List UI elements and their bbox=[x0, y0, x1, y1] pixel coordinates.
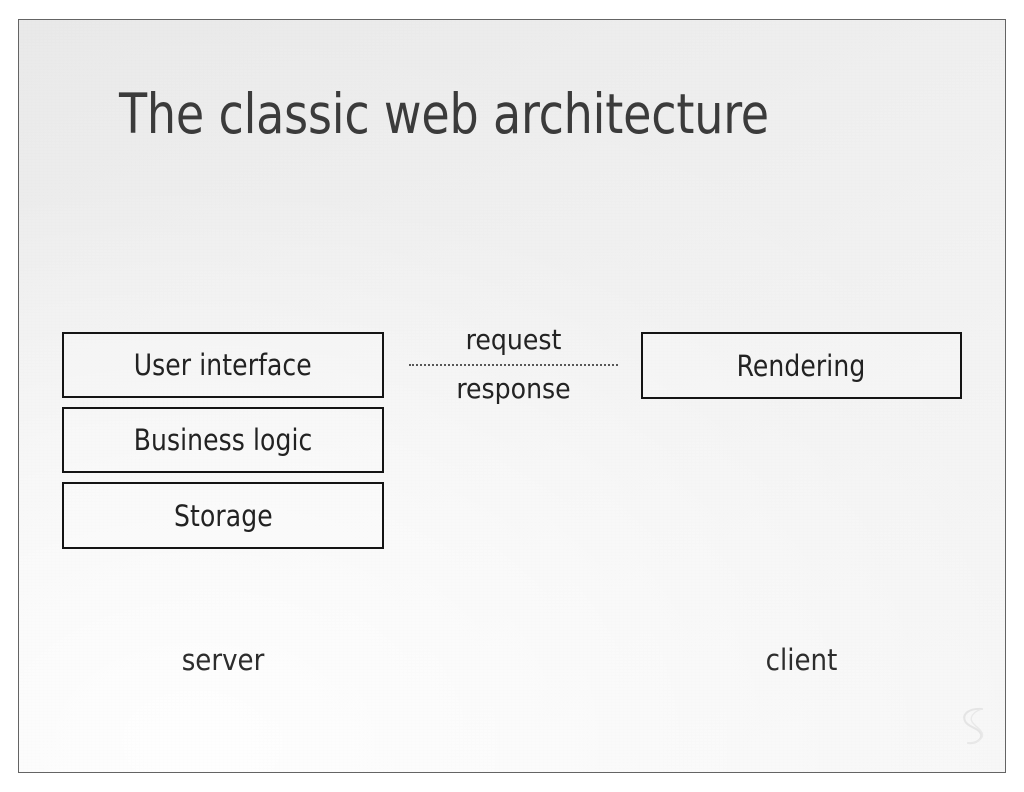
channel-request-label: request bbox=[465, 323, 562, 356]
box-rendering[interactable]: Rendering bbox=[641, 332, 962, 399]
architecture-diagram: User interface Business logic Storage Re… bbox=[19, 20, 1005, 772]
page-title: The classic web architecture bbox=[119, 82, 769, 146]
box-business-logic[interactable]: Business logic bbox=[62, 407, 384, 473]
slide-canvas: The classic web architecture User interf… bbox=[18, 19, 1006, 773]
box-user-interface-label: User interface bbox=[133, 348, 313, 382]
channel-response-label: response bbox=[456, 372, 571, 405]
box-business-logic-label: Business logic bbox=[133, 423, 313, 457]
box-user-interface[interactable]: User interface bbox=[62, 332, 384, 398]
caption-server: server bbox=[181, 643, 265, 677]
channel-dotted-connector bbox=[409, 364, 618, 366]
caption-client: client bbox=[765, 643, 838, 677]
request-response-channel: request response bbox=[401, 323, 626, 423]
box-storage[interactable]: Storage bbox=[62, 482, 384, 549]
box-storage-label: Storage bbox=[173, 498, 273, 533]
box-rendering-label: Rendering bbox=[737, 348, 866, 383]
